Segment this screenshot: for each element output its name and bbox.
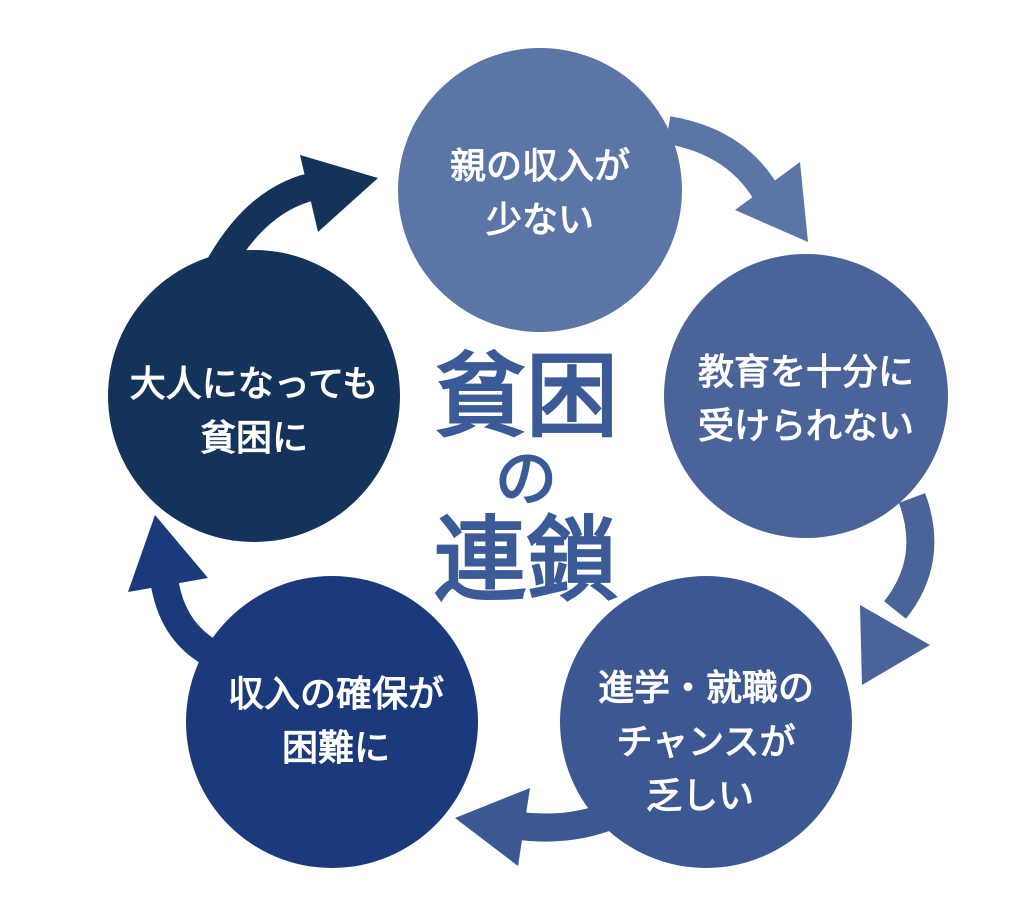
- center-title-line-1: 貧困: [434, 343, 618, 450]
- arrow-top-to-right: [665, 116, 808, 242]
- node-circle: [664, 254, 948, 538]
- center-title-line-3: 連鎖: [434, 507, 618, 614]
- center-title: 貧困 の 連鎖: [434, 343, 618, 614]
- node-label-line: 収入の確保が: [228, 674, 444, 715]
- arrow-right-to-bottom-right: [860, 493, 935, 685]
- node-bottom-left: 収入の確保が 困難に: [186, 576, 478, 868]
- node-circle: [186, 576, 478, 868]
- arrow-body: [883, 493, 935, 619]
- node-label-line: 親の収入が: [450, 146, 630, 187]
- arrow-head: [860, 605, 930, 685]
- node-label-line: 貧困に: [200, 418, 308, 459]
- node-circle: [398, 48, 682, 332]
- node-circle: [560, 576, 852, 868]
- arrow-head: [455, 788, 530, 866]
- arrow-head: [735, 162, 808, 242]
- center-title-line-2: の: [495, 442, 557, 515]
- node-label-line: 乏しい: [646, 776, 754, 817]
- arrow-body: [207, 171, 323, 273]
- arrow-body: [665, 116, 783, 207]
- node-bottom-right: 進学・就職の チャンスが 乏しい: [560, 576, 852, 868]
- node-label-line: 進学・就職の: [598, 667, 814, 709]
- node-top: 親の収入が 少ない: [398, 48, 682, 332]
- node-left: 大人になっても 貧困に: [108, 250, 400, 542]
- arrow-bottom-left-to-left: [128, 515, 231, 673]
- node-right: 教育を十分に 受けられない: [664, 254, 948, 538]
- node-label-line: チャンスが: [617, 722, 796, 763]
- nodes-layer: 親の収入が 少ない 教育を十分に 受けられない 進学・就職の チャンスが 乏しい…: [108, 48, 948, 868]
- arrow-head: [128, 515, 208, 592]
- node-label-line: 大人になっても: [130, 364, 378, 405]
- node-label-line: 困難に: [282, 728, 390, 769]
- node-label-line: 教育を十分に: [698, 352, 914, 393]
- arrow-left-to-top: [207, 155, 378, 273]
- arrow-head: [300, 155, 378, 232]
- node-label-line: 少ない: [486, 200, 594, 241]
- node-label-line: 受けられない: [698, 406, 914, 447]
- node-circle: [108, 250, 400, 542]
